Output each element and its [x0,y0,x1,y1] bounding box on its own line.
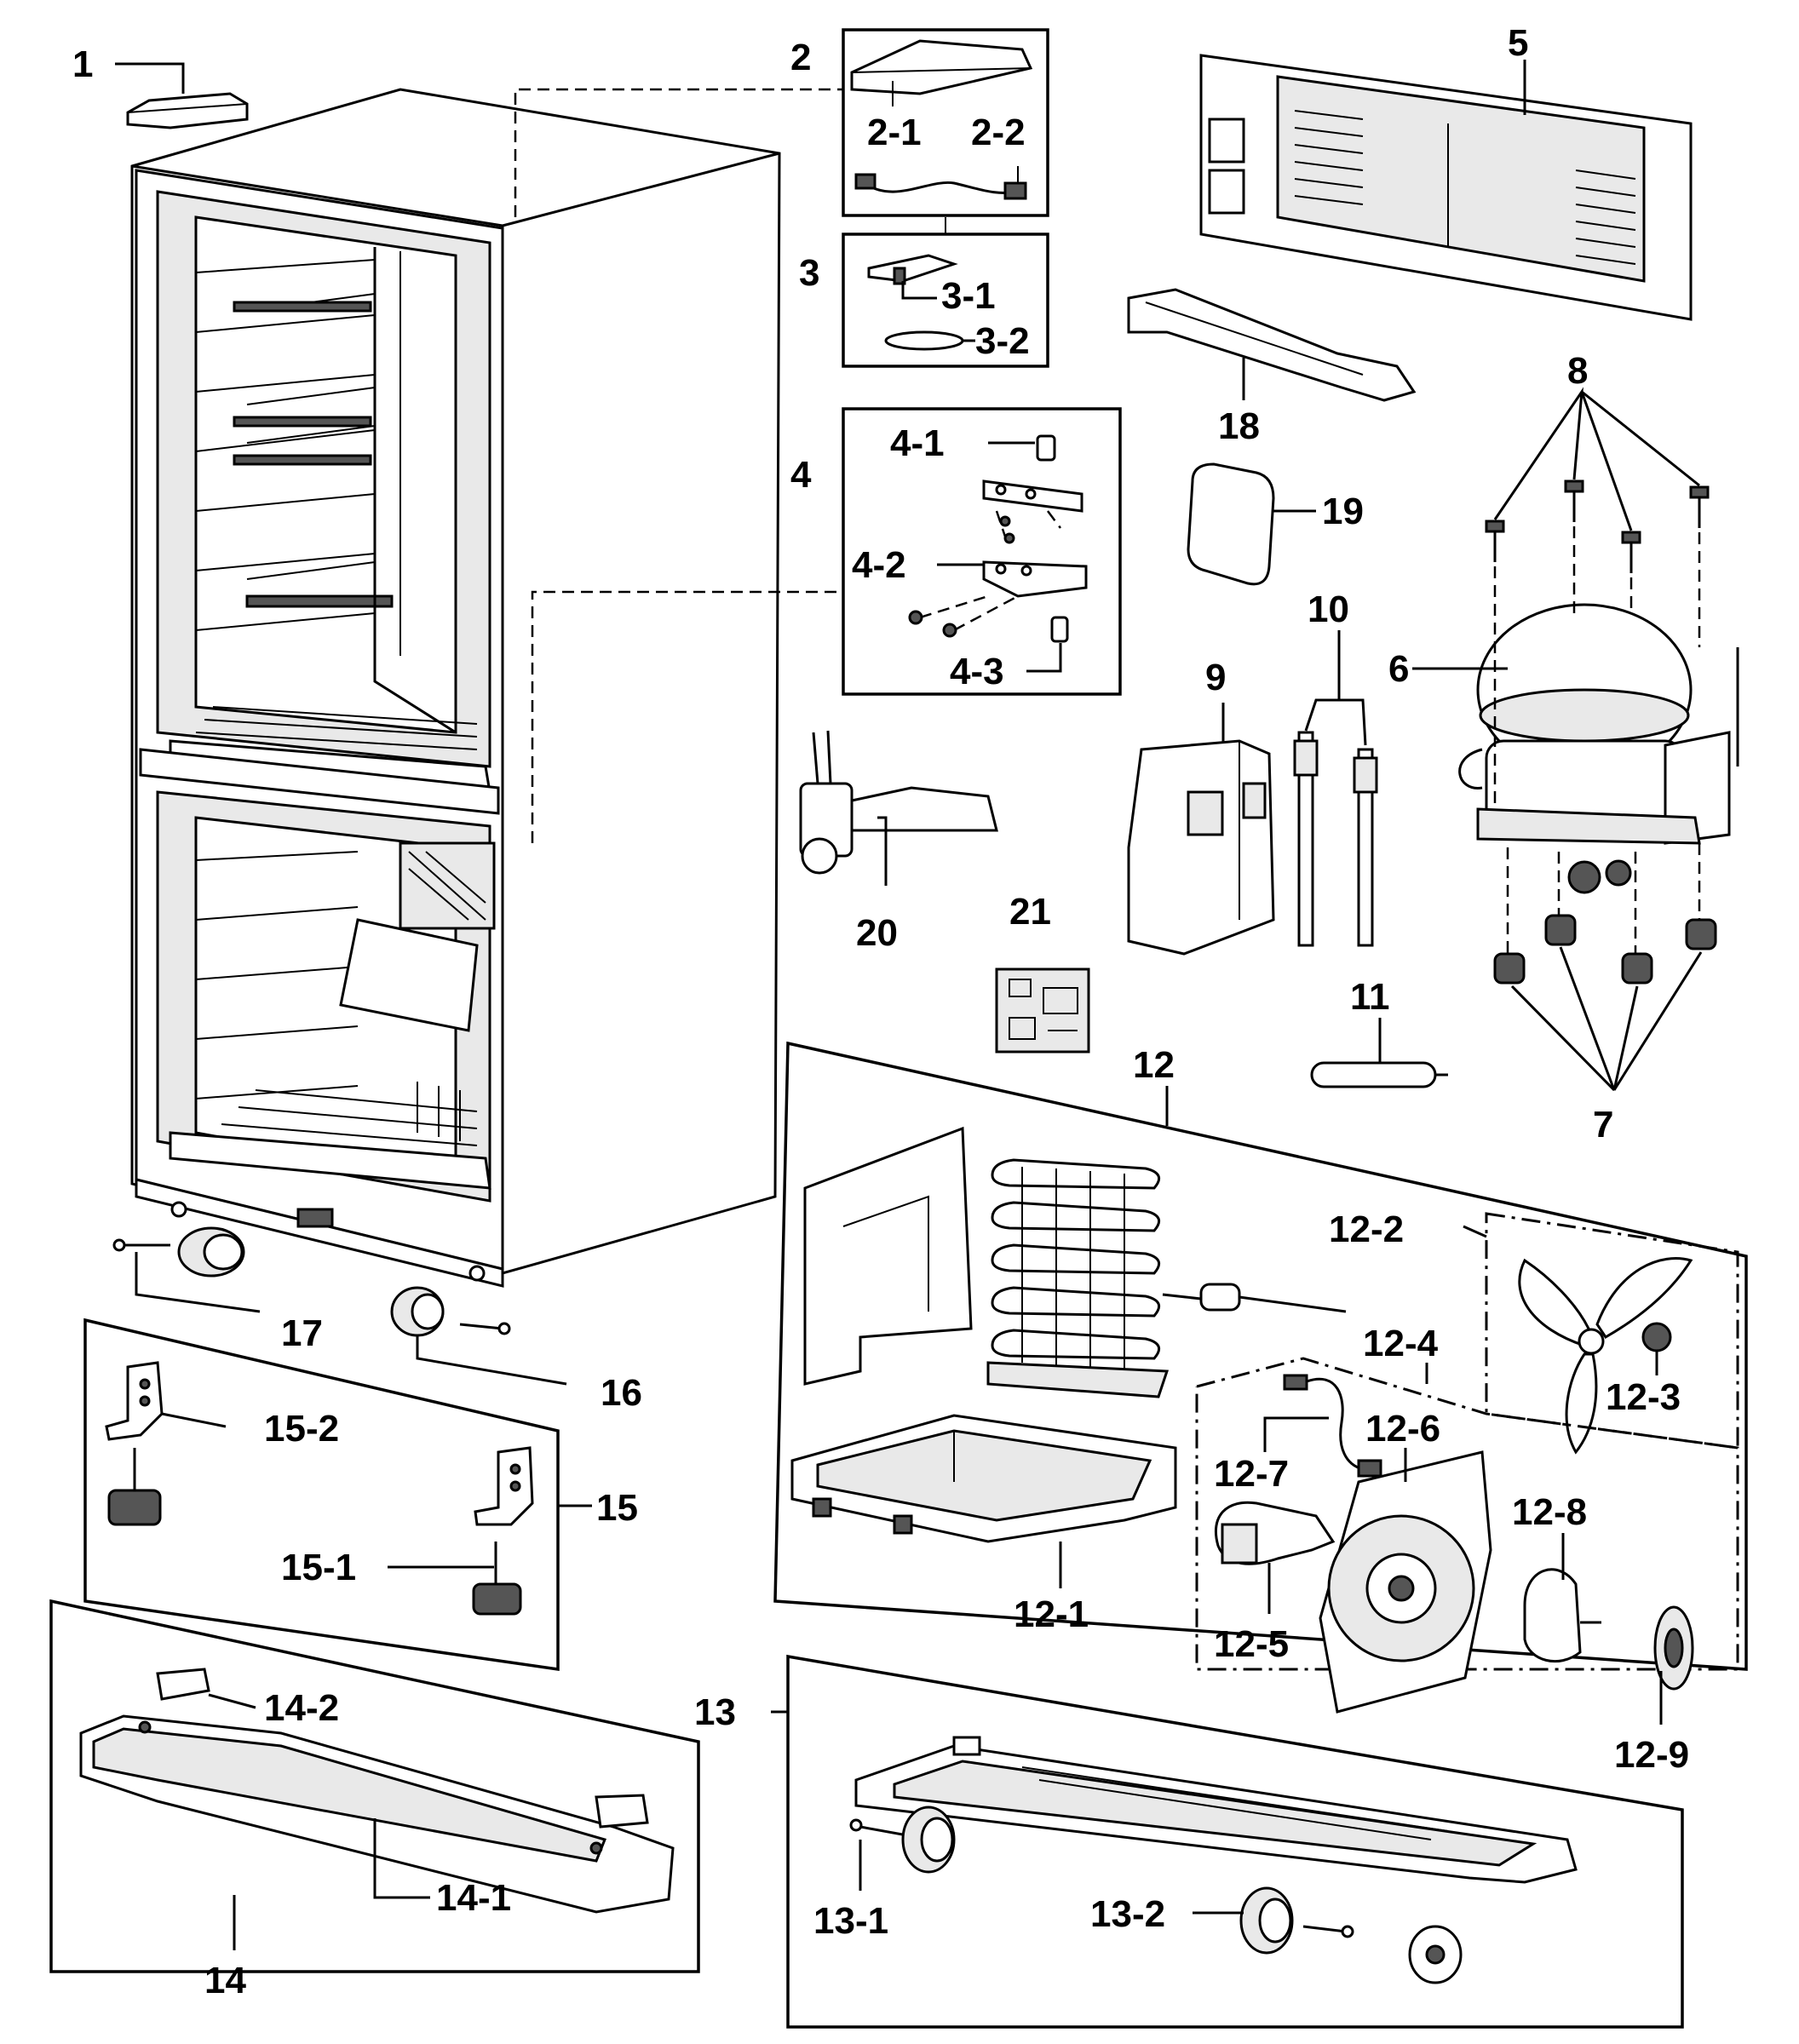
part-17-wheel [112,1226,245,1278]
part-12-5-motor-bracket [1214,1501,1336,1565]
part-13-box [786,1654,1684,2029]
callout-12-4: 12-4 [1363,1323,1439,1364]
part-14-2-clip [156,1668,210,1701]
callout-15-2: 15-2 [264,1408,339,1450]
callout-9: 9 [1205,657,1226,698]
part-12-1-drain-pan [790,1414,1177,1543]
part-9-control-box [1127,739,1275,956]
part-13-base-plate [854,1736,1578,1884]
callout-15-1: 15-1 [281,1547,356,1588]
part-15-box [83,1318,560,1672]
callout-7: 7 [1593,1104,1613,1145]
part-8-bolts [1485,479,1710,573]
cabinet-drawing [130,88,781,1288]
part-15-1-leg [472,1542,522,1616]
callout-21: 21 [1009,891,1051,933]
callout-15: 15 [596,1487,638,1529]
callout-17: 17 [281,1312,323,1354]
callout-labels: 1 2 2-1 2-2 3 3-1 3-2 4 4-1 4-2 4-3 5 6 … [72,22,1689,2001]
part-16-wheel [390,1286,511,1337]
callout-12-1: 12-1 [1014,1593,1089,1635]
part-14-box [49,1599,700,1973]
part-12-4-box [1195,1357,1739,1671]
part-12-2-fan-blade [1518,1257,1693,1455]
part-12-6-fan-shroud [1319,1450,1492,1714]
part-15-leg-left [107,1448,162,1526]
callout-4-1: 4-1 [890,422,945,464]
part-12-8-fan-motor [1523,1568,1601,1663]
callout-12-5: 12-5 [1214,1623,1289,1665]
part-5-back-cover [1199,54,1693,321]
callout-4-3: 4-3 [950,651,1004,692]
callout-8: 8 [1567,350,1588,392]
part-14-grille [79,1714,675,1914]
callout-14-1: 14-1 [436,1877,511,1919]
part-2-2-wire-harness [854,173,1027,200]
part-3-1-hinge-plate [867,254,958,285]
part-4-box [842,407,1122,696]
part-12-9-fan [1653,1605,1694,1691]
callout-11: 11 [1350,976,1390,1018]
callout-18: 18 [1218,405,1260,447]
callout-12-6: 12-6 [1365,1408,1440,1450]
callout-13: 13 [694,1691,736,1733]
callout-3: 3 [799,252,819,294]
part-4-1-hinge-pin [1036,434,1056,462]
part-12-2-box [1485,1212,1739,1450]
callout-2-1: 2-1 [867,112,922,153]
part-10-heaters [1293,731,1378,947]
part-6-compressor [1458,603,1739,894]
callout-6: 6 [1388,648,1409,690]
callout-12-8: 12-8 [1512,1491,1587,1533]
part-20-valve [799,730,998,875]
callout-13-1: 13-1 [813,1900,888,1942]
part-12-evaporator-coil [986,1158,1347,1398]
callout-3-1: 3-1 [941,275,996,317]
callout-14-2: 14-2 [264,1687,339,1729]
part-21-pcb [995,967,1090,1054]
part-18-duct [1127,288,1417,402]
part-12-box [773,1041,1748,1671]
callout-14: 14 [204,1960,246,2001]
part-12-cover-panel [803,1126,973,1386]
callout-16: 16 [601,1372,642,1414]
callout-12: 12 [1133,1044,1175,1086]
callout-19: 19 [1322,491,1364,532]
callout-4: 4 [790,454,812,496]
callout-20: 20 [856,912,898,954]
callout-2-2: 2-2 [971,112,1026,153]
part-15-bracket-right [474,1446,534,1526]
part-13-2-roller [1239,1886,1354,1955]
callout-5: 5 [1508,22,1528,64]
part-4-3-hinge-pin [1050,616,1069,643]
callout-3-2: 3-2 [975,320,1030,362]
part-7-grommets [1493,914,1717,985]
part-12-3-fan-cap [1641,1322,1672,1352]
part-19-cover [1187,462,1275,586]
callout-12-7: 12-7 [1214,1453,1289,1495]
part-13-mount [1408,1925,1463,1984]
part-11-drier [1310,1061,1448,1088]
callout-2: 2 [790,37,811,78]
callout-4-2: 4-2 [852,544,906,586]
part-4-2-hinge-bracket-lower [982,560,1088,598]
callout-13-2: 13-2 [1090,1893,1165,1935]
part-1-top-cover [126,92,249,129]
part-2-box [842,28,1049,217]
callout-12-2: 12-2 [1329,1209,1404,1250]
part-15-2-bracket [105,1361,164,1441]
part-12-7-motor-harness [1283,1374,1382,1478]
callout-12-9: 12-9 [1614,1734,1689,1776]
part-13-1-roller [849,1806,956,1874]
part-2-1-cover [850,39,1033,95]
part-4-hinge-bracket-upper [982,479,1083,513]
part-3-2-gasket [884,330,964,351]
callout-1: 1 [72,43,93,85]
callout-10: 10 [1308,589,1349,630]
callout-12-3: 12-3 [1606,1376,1681,1418]
